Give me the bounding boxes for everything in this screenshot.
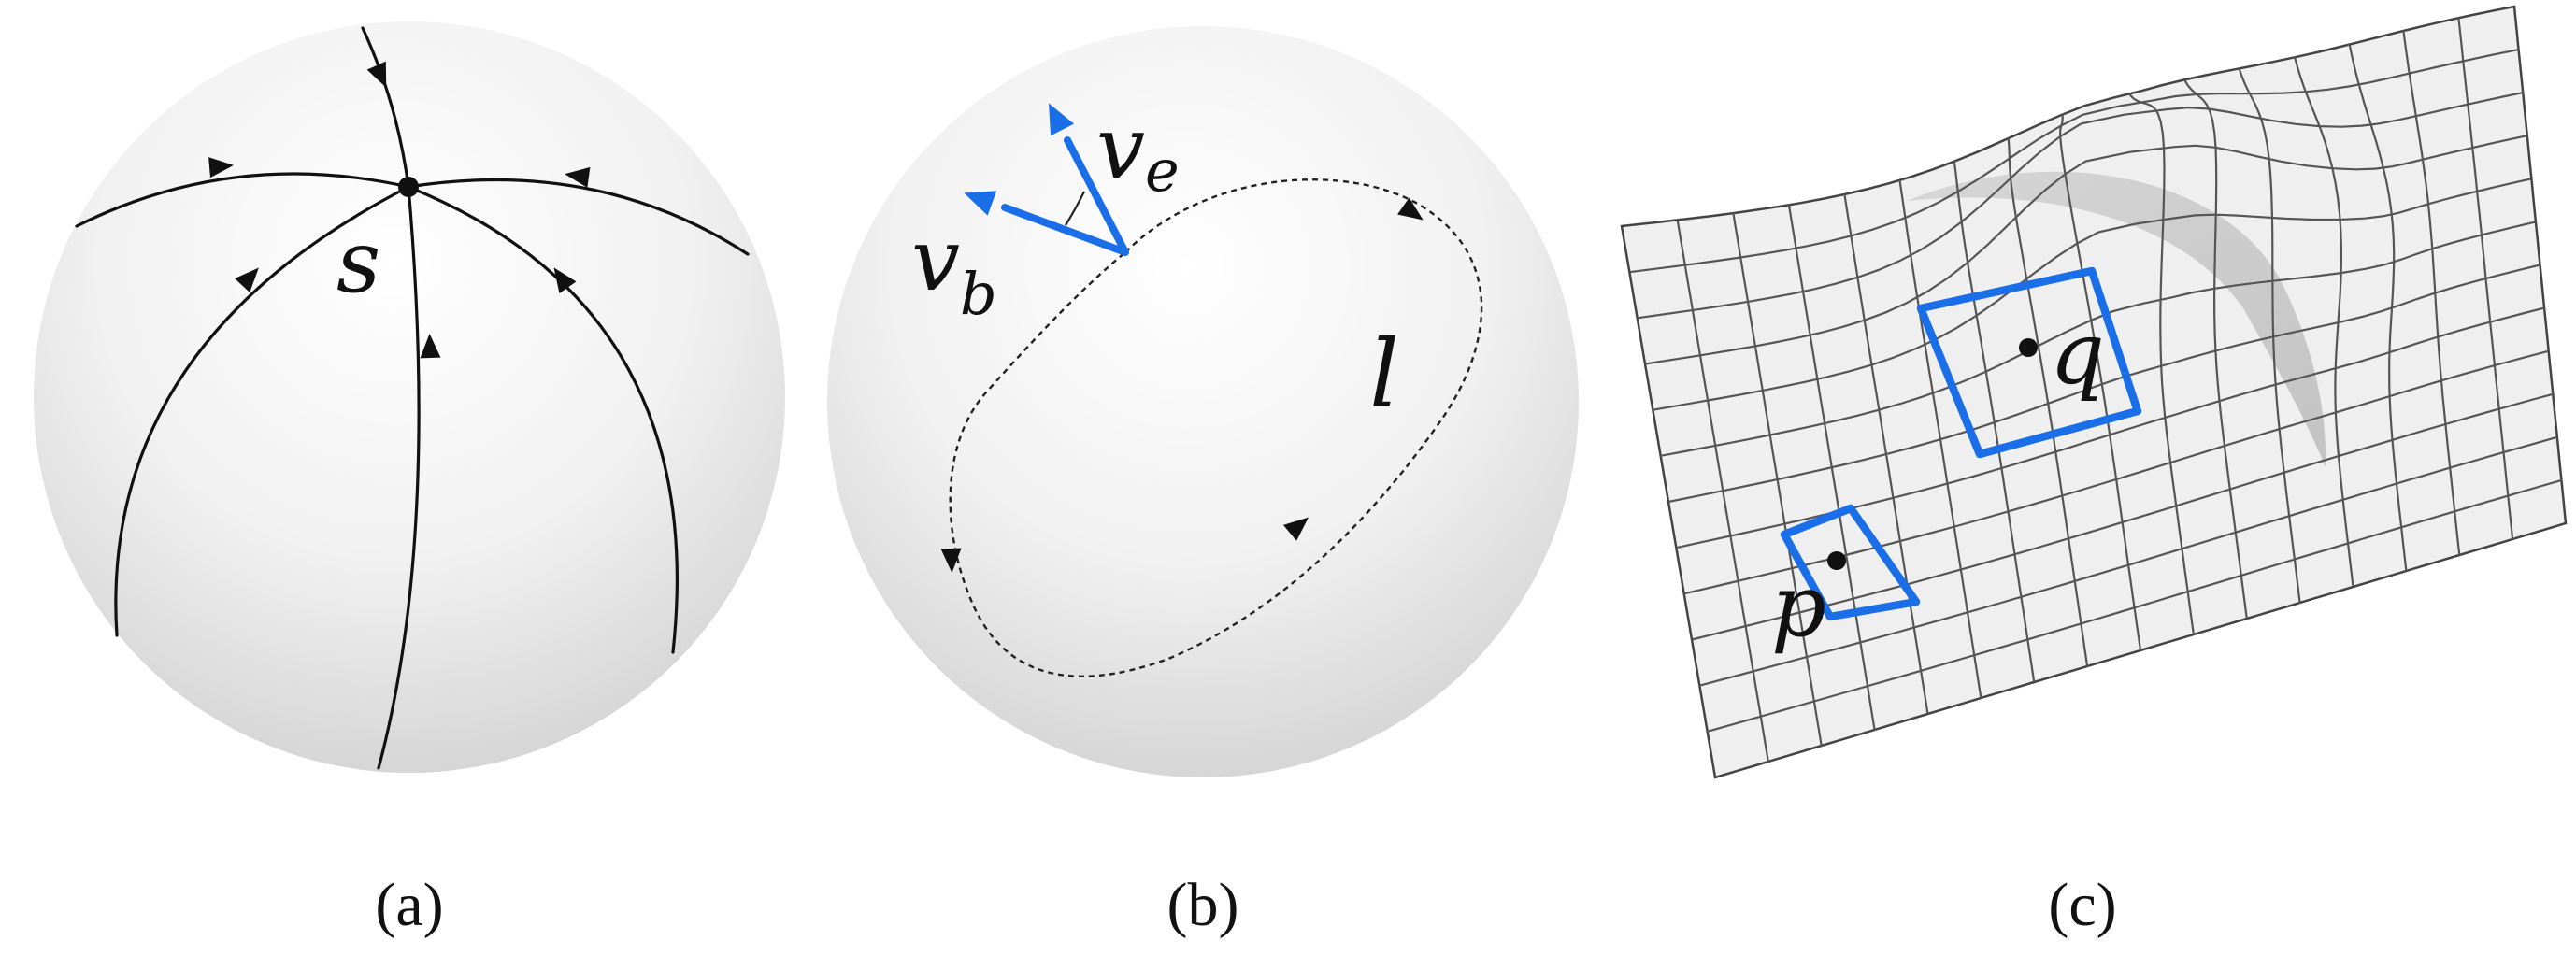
arrowhead-left-lower — [235, 267, 259, 293]
surface-fold-shadow — [1907, 171, 2326, 467]
grid-column-line — [2007, 138, 2089, 667]
caption-c: (c) — [2048, 871, 2116, 939]
label-p: p — [1771, 556, 1826, 656]
grid-column-line — [2457, 18, 2514, 540]
patch-p — [1780, 504, 1921, 621]
patch-q — [1916, 266, 2142, 459]
grid-column-line — [1843, 193, 1929, 715]
arrowhead-bottom — [420, 334, 441, 359]
singular-point-s — [398, 177, 419, 197]
streamline-bottom — [377, 185, 421, 770]
panel-b: ve vb l (b) — [827, 26, 1579, 939]
panel-c: q p (c) — [1620, 5, 2568, 939]
arrowhead-right-arc — [565, 166, 591, 188]
caption-b: (b) — [1167, 871, 1239, 939]
label-v-b: vb — [911, 210, 997, 328]
panel-a: s (a) — [34, 21, 785, 939]
loop-arrowhead-bottom — [1282, 517, 1309, 541]
arrowhead-left-arc — [208, 157, 234, 178]
deformed-surface — [1620, 5, 2568, 779]
angle-arc — [1065, 191, 1085, 226]
arrowhead-top — [366, 61, 387, 88]
vector-e-shaft — [1064, 136, 1129, 256]
grid-column-line — [1953, 161, 2036, 683]
label-q: q — [2050, 304, 2105, 404]
vector-b-shaft — [1001, 204, 1129, 256]
loop-arrowhead-left — [940, 548, 962, 573]
sphere-a — [34, 21, 785, 773]
loop-arrowhead-top-right — [1397, 197, 1424, 221]
grid-column-line — [2058, 114, 2142, 651]
grid-column-line — [1732, 212, 1823, 747]
grid-column-line — [2294, 57, 2354, 588]
grid-column-line — [2183, 78, 2248, 620]
point-p — [1827, 551, 1846, 570]
closed-loop-l — [949, 178, 1483, 677]
arrowhead-right-lower — [553, 267, 577, 293]
grid-column-line — [2402, 30, 2461, 556]
vector-e-head — [1049, 103, 1075, 136]
label-v-e: ve — [1096, 98, 1180, 205]
label-s: s — [336, 212, 380, 312]
point-q — [2019, 338, 2038, 357]
grid-column-line — [2128, 93, 2195, 635]
grid-column-line — [1676, 220, 1769, 763]
label-l: l — [1369, 320, 1399, 429]
streamline-left-arc — [75, 172, 410, 228]
grid-column-line — [2238, 68, 2301, 604]
streamline-right-lower — [407, 185, 679, 654]
vector-b-head — [964, 191, 997, 216]
streamline-right-arc — [407, 178, 750, 256]
grid-column-line — [2348, 44, 2408, 572]
grid-column-line — [1898, 179, 1982, 699]
sphere-b — [827, 26, 1579, 777]
streamline-left-lower — [114, 185, 410, 637]
streamline-top — [361, 26, 410, 189]
surface-grid — [1629, 18, 2562, 763]
caption-a: (a) — [375, 871, 443, 939]
grid-column-line — [1787, 205, 1876, 731]
